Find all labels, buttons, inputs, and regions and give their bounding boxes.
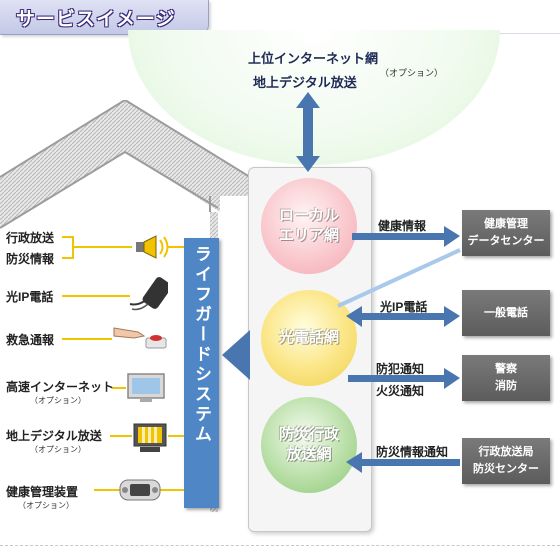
- emergency-button-icon: [113, 327, 167, 349]
- disaster-broadcast-network-circle: 防災行政 放送網: [261, 397, 357, 493]
- health-device-icon: [119, 479, 161, 501]
- connector-broadcast-system: [168, 246, 184, 248]
- health-info-arrow: [352, 226, 460, 247]
- health-data-center-line2: データセンター: [467, 235, 545, 247]
- lifeguard-system-bar: [184, 238, 219, 508]
- device-digital-tv-option: （オプション）: [30, 445, 86, 454]
- fire-dept-label: 消防: [495, 380, 517, 392]
- optical-phone-network-label: 光電話網: [278, 329, 339, 346]
- disaster-broadcast-network-line1: 防災行政: [278, 426, 339, 443]
- device-ip-phone-label: 光IP電話: [6, 290, 54, 304]
- local-area-network-circle: ローカル エリア網: [261, 178, 357, 274]
- connector-phone: [62, 295, 130, 297]
- title-tab: [0, 0, 209, 35]
- connector-health-device: [94, 489, 120, 491]
- external-line-digital-tv: 地上デジタル放送: [253, 75, 357, 90]
- local-area-network-line1: ローカル: [278, 207, 339, 224]
- broadcast-station-label: 行政放送局: [478, 446, 534, 458]
- device-broadcast-line1: 行政放送: [6, 231, 55, 245]
- lifeguard-system-label: ライフガードシステム: [192, 245, 211, 445]
- network-to-system-arrow: [222, 330, 250, 380]
- health-data-return-line: [337, 248, 461, 308]
- internet-link-arrow: [296, 92, 320, 172]
- ip-phone-arrow: [346, 306, 460, 327]
- computer-monitor-icon: [127, 373, 165, 402]
- connector-internet: [112, 387, 126, 389]
- digital-tv-icon: [133, 423, 167, 452]
- disaster-broadcast-network-line2: 放送網: [286, 446, 332, 463]
- device-internet-option: （オプション）: [30, 396, 86, 405]
- health-data-center-line1: 健康管理: [484, 218, 528, 230]
- connector-emergency: [62, 338, 112, 340]
- connector-broadcast-top: [62, 236, 72, 238]
- device-emergency-label: 救急通報: [6, 333, 55, 347]
- general-phone-label: 一般電話: [484, 306, 528, 319]
- optical-phone-network-circle: 光電話網: [261, 290, 357, 386]
- connector-broadcast-bottom: [62, 257, 72, 259]
- device-internet-label: 高速インターネット: [6, 380, 115, 394]
- device-digital-tv-label: 地上デジタル放送: [6, 429, 102, 443]
- fire-notice-label: 火災通知: [376, 384, 425, 398]
- page-title: サービスイメージ: [16, 9, 176, 30]
- external-line-internet: 上位インターネット網: [248, 51, 379, 66]
- general-phone-box: 一般電話: [462, 290, 550, 336]
- police-label: 警察: [495, 363, 517, 375]
- device-health-label: 健康管理装置: [6, 485, 79, 499]
- footer-rule: [0, 545, 560, 546]
- connector-tv-system: [168, 435, 184, 437]
- police-fire-box: 警察 消防: [462, 355, 550, 401]
- emergency-notice-arrow: [348, 368, 460, 389]
- connector-digital-tv: [110, 435, 132, 437]
- local-area-network-line2: エリア網: [278, 227, 339, 244]
- disaster-notice-arrow: [346, 452, 460, 473]
- connector-health-system: [160, 489, 184, 491]
- device-broadcast-line2: 防災情報: [6, 252, 55, 266]
- disaster-center-label: 防災センター: [473, 463, 539, 475]
- siren-icon: [136, 235, 169, 259]
- external-option-note: （オプション）: [380, 68, 444, 78]
- connector-broadcast-main: [72, 246, 132, 248]
- device-health-option: （オプション）: [18, 501, 74, 510]
- crime-notice-label: 防犯通知: [376, 362, 425, 376]
- health-data-center-box: 健康管理 データセンター: [462, 210, 550, 256]
- health-info-label: 健康情報: [378, 219, 427, 233]
- broadcast-center-box: 行政放送局 防災センター: [462, 438, 550, 484]
- ip-phone-label: 光IP電話: [380, 300, 428, 314]
- disaster-notice-label: 防災情報通知: [376, 445, 449, 459]
- telephone-icon: [129, 277, 168, 311]
